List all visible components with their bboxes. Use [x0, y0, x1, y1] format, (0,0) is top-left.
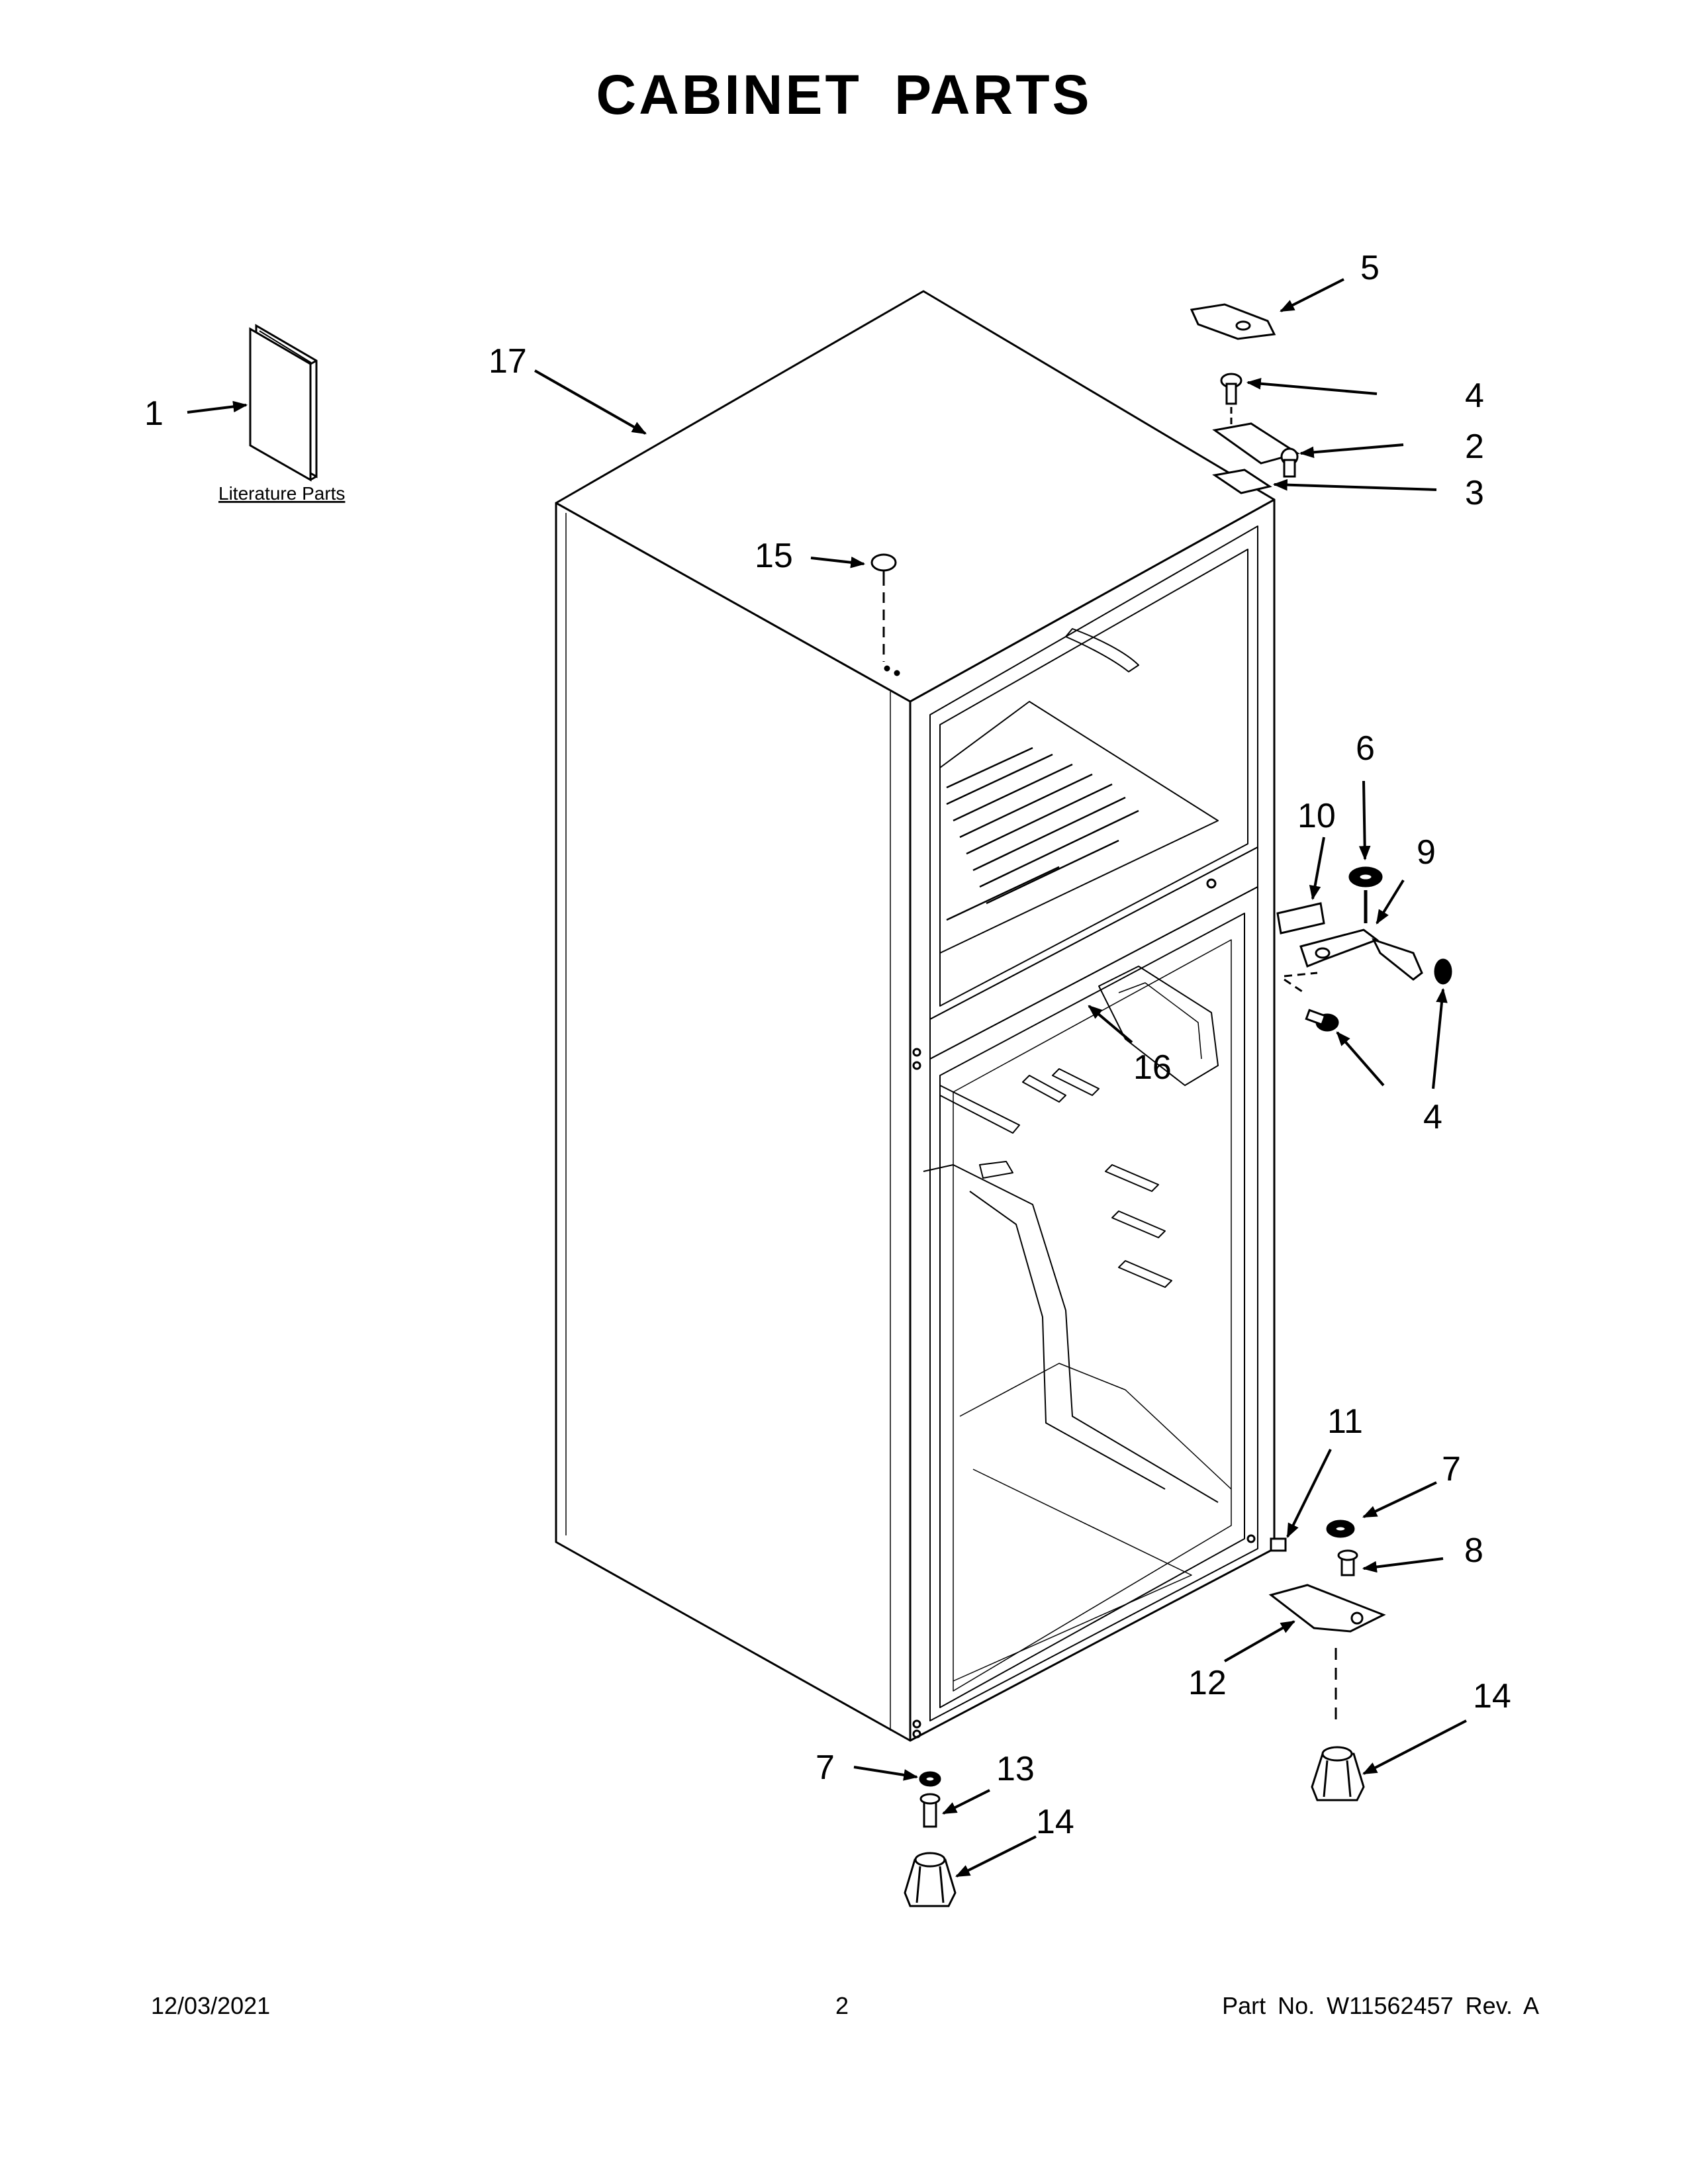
- callout-7-right: 7: [1442, 1450, 1461, 1488]
- callout-labels: 1 2 3 4 4 5 6 7 7 8 9 10 11 12 13 14 14 …: [144, 249, 1511, 1841]
- callout-6: 6: [1356, 729, 1375, 768]
- callout-11: 11: [1327, 1402, 1363, 1441]
- top-hinge: [1212, 422, 1300, 478]
- footer-date: 12/03/2021: [151, 1992, 271, 2019]
- callout-15: 15: [755, 537, 793, 575]
- top-hinge-screw: [1220, 373, 1243, 437]
- hinge-cover: [1190, 303, 1276, 340]
- callout-1: 1: [144, 394, 164, 433]
- callout-14-right: 14: [1473, 1677, 1511, 1715]
- top-plug: [870, 553, 897, 662]
- literature-parts-label: Literature Parts: [218, 483, 345, 504]
- bottom-hinge-group: [1268, 1520, 1386, 1801]
- callout-9: 9: [1417, 833, 1436, 872]
- callout-10: 10: [1297, 797, 1336, 835]
- page-title: CABINET PARTS: [596, 64, 1092, 126]
- literature-booklet: [249, 324, 318, 482]
- callout-4-center: 4: [1423, 1098, 1442, 1136]
- footer-part-number: Part No. W11562457 Rev. A: [1222, 1992, 1539, 2019]
- callout-arrows: [187, 278, 1467, 1878]
- callout-7-left: 7: [816, 1749, 835, 1787]
- callout-14-left: 14: [1036, 1803, 1074, 1841]
- center-hinge-group: [1276, 866, 1452, 1032]
- footer-page-number: 2: [835, 1992, 849, 2019]
- bottom-left-leveler-group: [904, 1771, 957, 1907]
- callout-5: 5: [1360, 249, 1380, 287]
- callout-16: 16: [1133, 1048, 1172, 1087]
- callout-17: 17: [489, 342, 527, 381]
- callout-13: 13: [996, 1750, 1035, 1788]
- callout-12: 12: [1188, 1664, 1227, 1702]
- refrigerator-cabinet: [555, 290, 1276, 1742]
- callout-3: 3: [1465, 474, 1484, 512]
- callout-8: 8: [1464, 1531, 1483, 1570]
- callout-2: 2: [1465, 428, 1484, 466]
- hinge-shim: [1212, 469, 1272, 494]
- callout-4-top: 4: [1465, 377, 1484, 415]
